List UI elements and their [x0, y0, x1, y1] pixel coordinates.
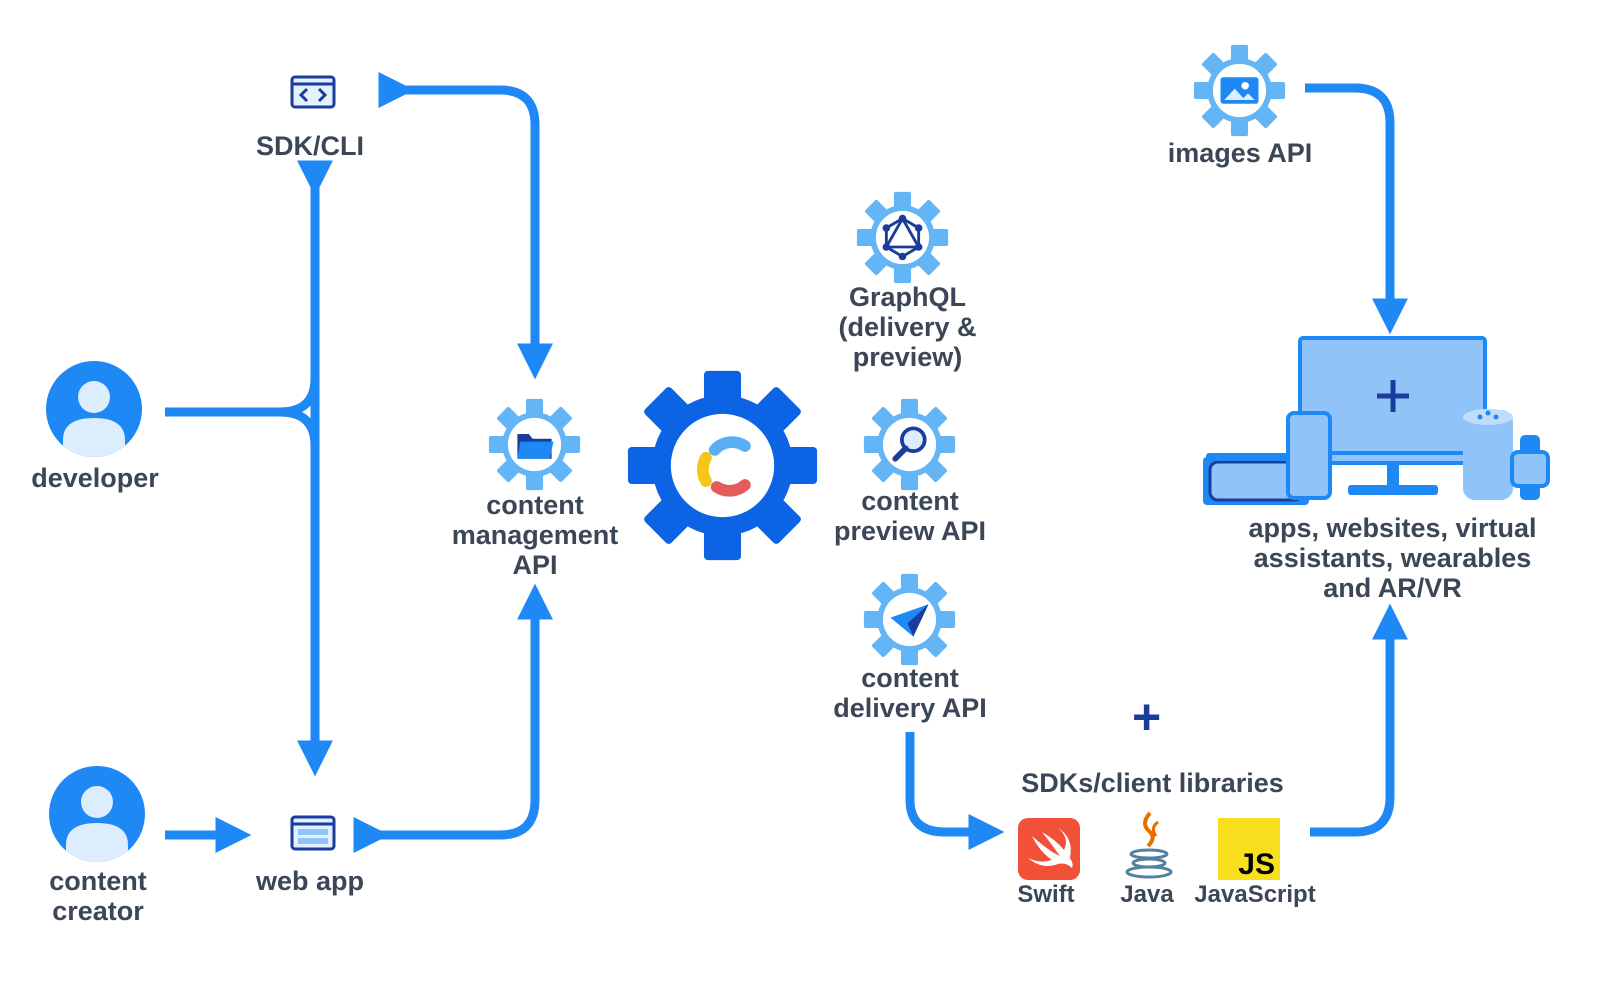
java-icon — [1125, 811, 1173, 879]
paper-plane-icon — [890, 604, 929, 637]
folder-icon — [517, 434, 554, 459]
swift-icon — [1018, 818, 1080, 880]
cma-label: content management API — [451, 490, 619, 580]
arrow-images-devices — [1305, 83, 1408, 335]
arrow-sdks-devices — [1310, 603, 1408, 837]
devices-icon — [1203, 336, 1550, 505]
library-java: Java — [1120, 881, 1174, 908]
javascript-icon: JS — [1218, 818, 1280, 880]
graphql-label: GraphQL (delivery & preview) — [838, 282, 977, 372]
web-app-label: web app — [255, 866, 364, 896]
gear-icon — [1193, 44, 1286, 137]
gear-icon — [863, 573, 956, 666]
contentful-logo-icon — [627, 370, 818, 561]
user-icon — [49, 766, 145, 862]
sdks-title: SDKs/client libraries — [1021, 768, 1284, 798]
sdk-cli-label: SDK/CLI — [256, 131, 364, 161]
user-icon — [46, 361, 142, 457]
code-window-icon — [290, 75, 336, 109]
cda-label: content delivery API — [833, 663, 987, 723]
js-logo-text: JS — [1238, 848, 1275, 880]
arrow-webapp-cma — [353, 583, 553, 853]
developer-label: developer — [31, 463, 159, 493]
arrow-cda-sdks — [905, 732, 1005, 850]
plus-sign: + — [1132, 689, 1162, 745]
gear-icon — [488, 398, 581, 491]
browser-window-icon — [290, 815, 336, 851]
content-creator-label: content creator — [49, 866, 147, 926]
gear-icon — [863, 398, 956, 491]
image-icon — [1220, 77, 1259, 104]
gear-icon — [856, 191, 949, 284]
devices-label: apps, websites, virtual assistants, wear… — [1248, 513, 1537, 603]
images-api-label: images API — [1167, 138, 1313, 168]
magnifier-icon — [892, 426, 927, 462]
library-swift: Swift — [1017, 881, 1075, 908]
library-javascript: JavaScript — [1194, 881, 1316, 908]
arrow-sdk-cma — [378, 72, 553, 380]
developer-connector — [165, 377, 320, 417]
cpa-label: content preview API — [833, 486, 987, 546]
